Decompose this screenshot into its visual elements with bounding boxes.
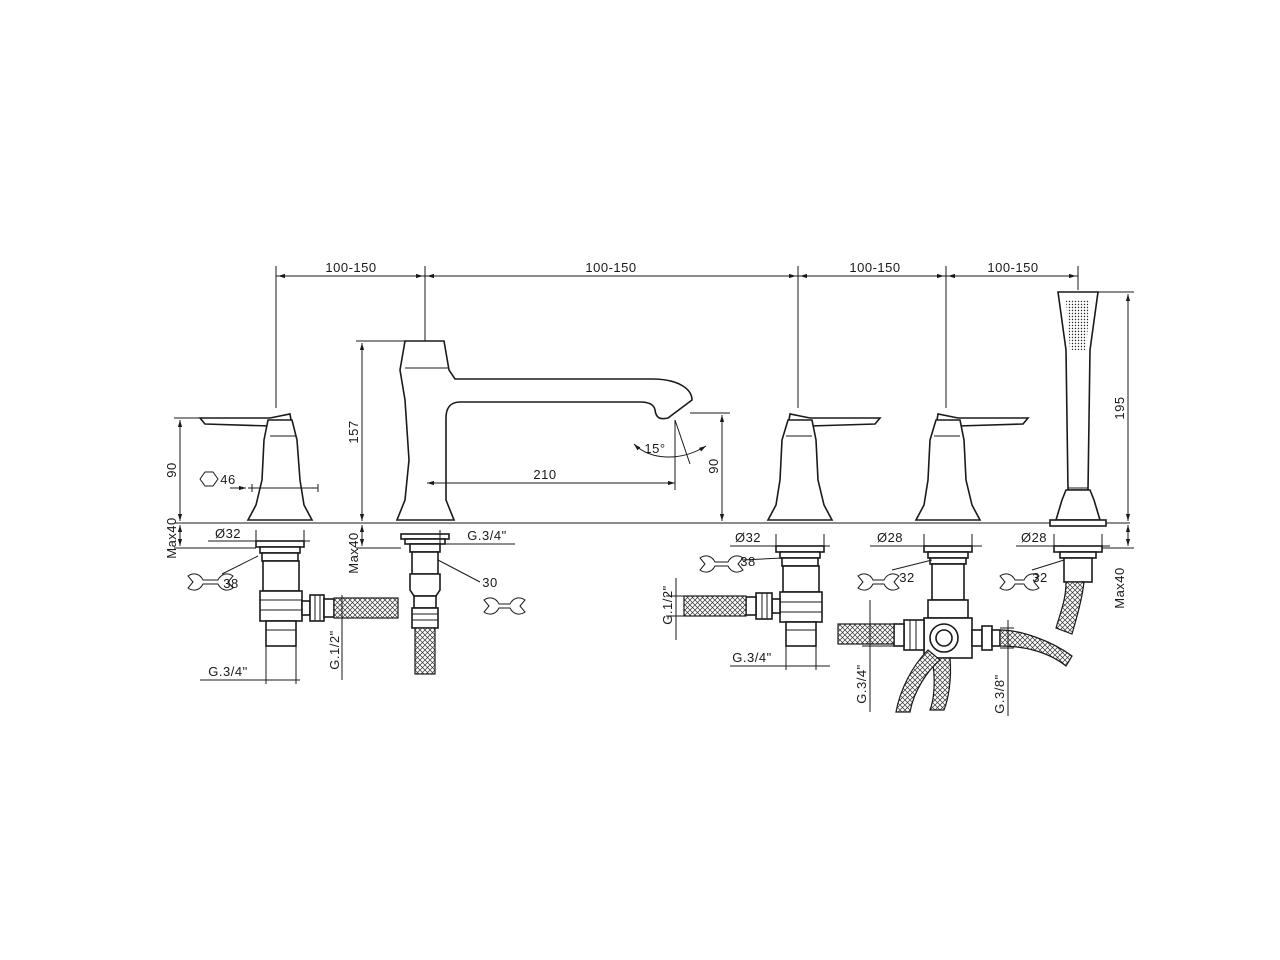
dim-right-wrench: 38 bbox=[740, 554, 755, 569]
diverter-valve: Ø28 32 G.3/4" G.3/8" bbox=[837, 413, 1073, 716]
dim-spout-reach: 210 bbox=[533, 467, 556, 482]
dim-spacing-2: 100-150 bbox=[585, 260, 636, 275]
dim-handshower-diameter: Ø28 bbox=[1021, 530, 1047, 545]
dim-left-outlet: G.1/2" bbox=[327, 630, 342, 669]
right-valve: Ø32 38 G.1/2" G.3/4" bbox=[660, 413, 882, 670]
dim-left-diameter: Ø32 bbox=[215, 526, 241, 541]
dim-left-max: Max40 bbox=[164, 517, 179, 559]
dim-spout-thread: G.3/4" bbox=[467, 528, 506, 543]
dim-spacing-4: 100-150 bbox=[987, 260, 1038, 275]
dim-diverter-diameter: Ø28 bbox=[877, 530, 903, 545]
dim-handshower-max: Max40 bbox=[1112, 567, 1127, 609]
dim-spacing-1: 100-150 bbox=[325, 260, 376, 275]
dim-diverter-outlet: G.3/8" bbox=[992, 674, 1007, 713]
dim-right-inlet: G.3/4" bbox=[732, 650, 771, 665]
top-dimension-chain: 100-150 100-150 100-150 100-150 bbox=[275, 260, 1079, 520]
dim-spout-wrench: 30 bbox=[482, 575, 497, 590]
dim-left-inlet: G.3/4" bbox=[208, 664, 247, 679]
dim-spacing-3: 100-150 bbox=[849, 260, 900, 275]
dim-mixer-height: 90 bbox=[164, 462, 179, 477]
dim-spout-height: 157 bbox=[346, 420, 361, 443]
dim-spout-angle: 15° bbox=[644, 441, 665, 456]
dim-spout-max: Max40 bbox=[346, 532, 361, 574]
dim-spout-drop: 90 bbox=[706, 458, 721, 473]
handshower: 195 Max40 Ø28 32 bbox=[999, 291, 1134, 635]
dim-handshower-wrench: 32 bbox=[1032, 570, 1047, 585]
dim-left-wrench: 38 bbox=[223, 576, 238, 591]
dim-right-diameter: Ø32 bbox=[735, 530, 761, 545]
dim-handshower-height: 195 bbox=[1112, 396, 1127, 419]
dim-diverter-wrench: 32 bbox=[899, 570, 914, 585]
dim-right-outlet: G.1/2" bbox=[660, 585, 675, 624]
dim-left-hex: 46 bbox=[220, 472, 235, 487]
left-valve: 90 Max40 46 Ø32 38 G.3/4" G.1/2" bbox=[164, 413, 399, 684]
spout: 157 Max40 G.3/4" 210 90 15° 30 bbox=[346, 340, 730, 675]
dim-diverter-inlet: G.3/4" bbox=[854, 664, 869, 703]
